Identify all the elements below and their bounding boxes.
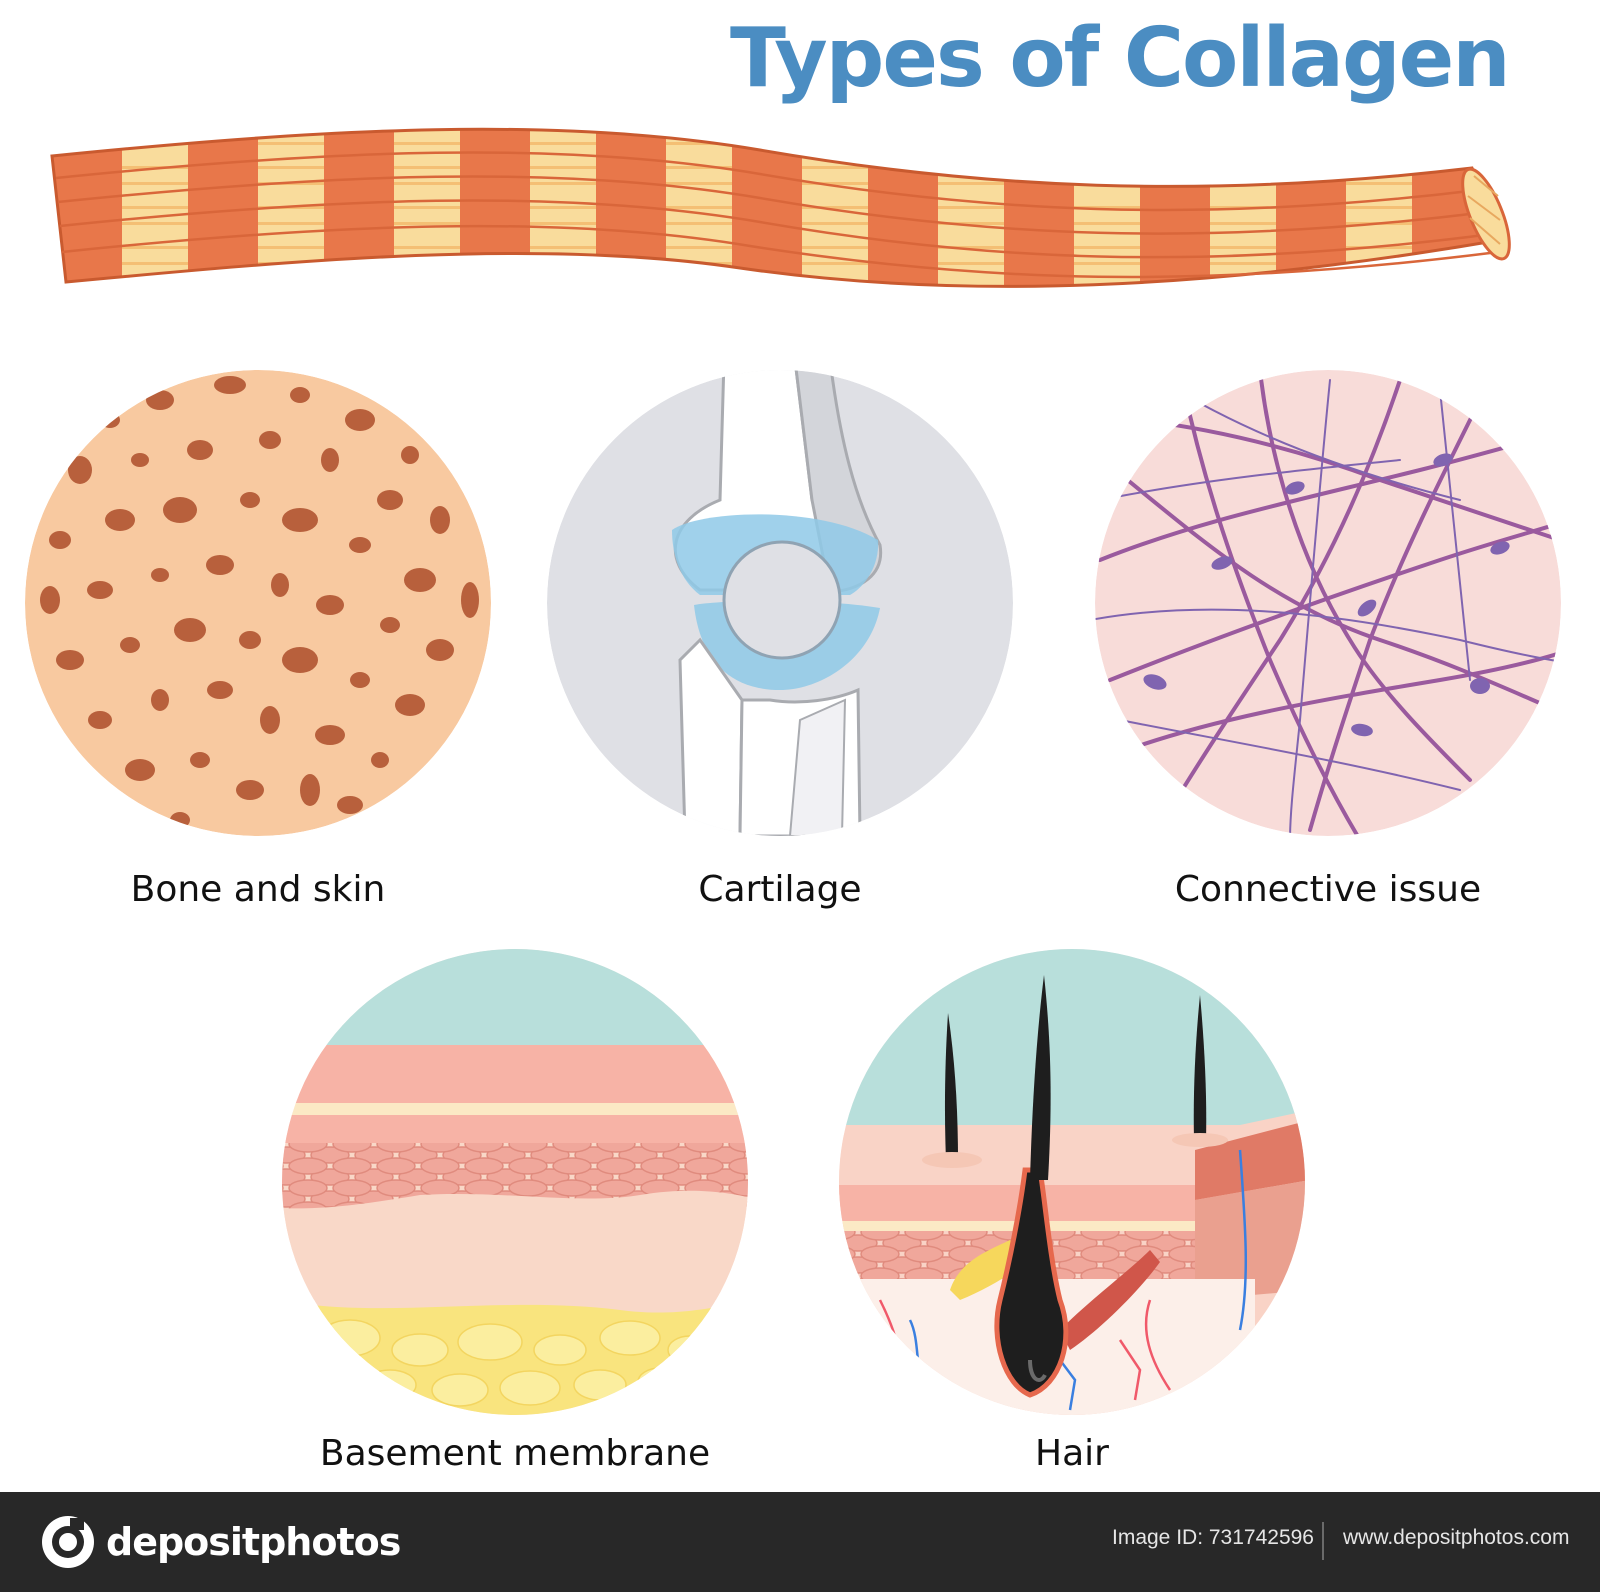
- brand-logo[interactable]: depositphotos: [40, 1512, 401, 1572]
- cartilage-joint-circle: [547, 370, 1013, 836]
- hair-label: Hair: [1035, 1433, 1109, 1474]
- collagen-fiber-bundle: [50, 127, 1511, 288]
- image-id: Image ID: 731742596: [1112, 1526, 1314, 1549]
- page-title: Types of Collagen: [730, 11, 1511, 106]
- website-link[interactable]: www.depositphotos.com: [1343, 1526, 1570, 1549]
- cartilage-label: Cartilage: [698, 869, 862, 910]
- bone-and-skin-label: Bone and skin: [130, 869, 386, 910]
- footer-divider: [1322, 1522, 1324, 1560]
- basement-membrane-label: Basement membrane: [319, 1433, 711, 1474]
- watermark-footer: depositphotos Image ID: 731742596 www.de…: [0, 1492, 1600, 1592]
- collagen-illustration: [25, 127, 1561, 1415]
- basement-membrane-circle: [282, 949, 748, 1415]
- connective-tissue-label: Connective issue: [1174, 869, 1482, 910]
- camera-aperture-icon: [42, 1516, 94, 1568]
- bone-texture-circle: [25, 370, 491, 836]
- connective-tissue-circle: [1095, 370, 1561, 836]
- brand-name: depositphotos: [106, 1520, 401, 1564]
- hair-follicle-circle: [839, 949, 1305, 1415]
